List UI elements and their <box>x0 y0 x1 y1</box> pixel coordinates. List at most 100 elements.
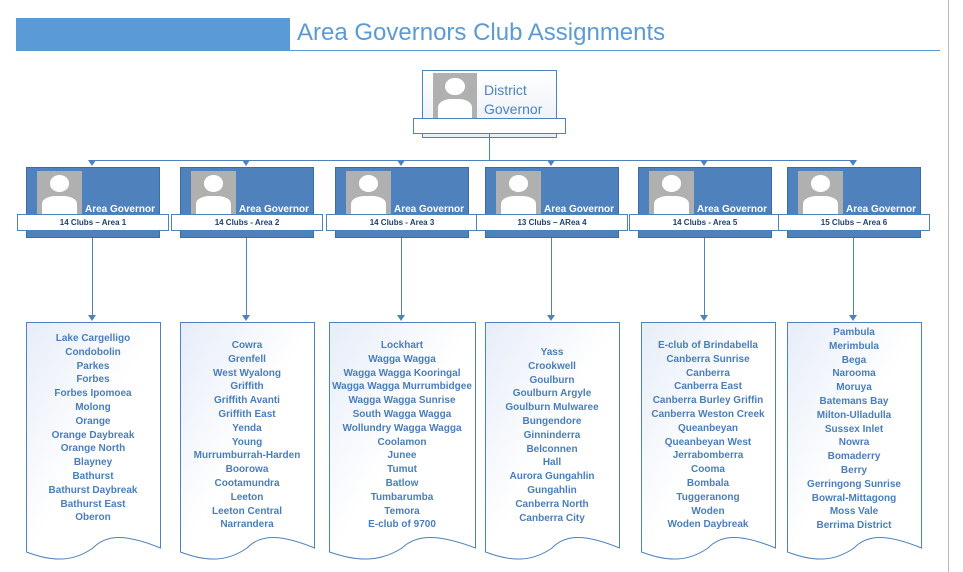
person-placeholder-icon <box>798 171 843 215</box>
club-item: Junee <box>387 450 417 462</box>
connector <box>92 160 855 161</box>
club-item: Tumbarumba <box>370 491 434 503</box>
club-item: Murrumburrah-Harden <box>193 450 301 462</box>
header-divider <box>16 50 940 51</box>
club-item: Wagga Wagga Kooringal <box>343 367 461 379</box>
label-line: Governor <box>484 101 543 117</box>
club-item: Batlow <box>385 477 419 489</box>
club-item: Canberra <box>686 367 730 379</box>
arrow-down-icon <box>700 160 708 166</box>
area-governor-label: Area Governor <box>238 204 309 215</box>
club-item: Leeton Central <box>211 505 282 517</box>
club-item: Pambula <box>833 327 875 338</box>
area-clubs-banner: 14 Clubs - Area 3 <box>326 214 478 231</box>
page-title: Area Governors Club Assignments <box>297 19 666 46</box>
club-item: Gungahlin <box>527 484 577 496</box>
club-item: Leeton <box>230 491 264 503</box>
person-placeholder-icon <box>649 171 694 215</box>
club-item: Woden <box>691 505 725 517</box>
club-item: Moss Vale <box>829 506 879 518</box>
club-item: Aurora Gungahlin <box>509 471 595 483</box>
person-placeholder-icon <box>496 171 541 215</box>
club-item: Narrandera <box>220 519 274 531</box>
club-item: Milton-Ulladulla <box>816 409 892 421</box>
area-governor-label: Area Governor <box>84 204 155 215</box>
arrow-down-icon <box>849 160 857 166</box>
club-item: Blayney <box>73 457 113 469</box>
area-governor-label: Area Governor <box>543 204 614 215</box>
document-shape <box>787 322 922 560</box>
club-item: Narooma <box>832 368 876 380</box>
club-item: Jerrabomberra <box>672 450 744 462</box>
arrow-down-icon <box>242 315 250 321</box>
club-item: Berrima District <box>816 520 892 532</box>
club-item: Bomaderry <box>827 451 881 463</box>
arrow-down-icon <box>397 315 405 321</box>
club-item: Forbes Ipomoea <box>54 388 132 400</box>
club-item: Queanbeyan West <box>664 436 752 448</box>
person-placeholder-icon <box>433 73 477 119</box>
club-item: Boorowa <box>225 464 269 476</box>
club-item: Hall <box>542 457 562 469</box>
club-item: Bowral-Mittagong <box>811 492 897 504</box>
club-item: Sussex Inlet <box>824 423 884 435</box>
connector <box>92 238 93 316</box>
club-item: Belconnen <box>526 443 578 455</box>
club-item: Griffith <box>230 381 264 393</box>
area-clubs-banner: 13 Clubs – ARea 4 <box>476 214 628 231</box>
club-item: Canberra City <box>519 512 585 524</box>
club-item: Tumut <box>387 464 417 476</box>
club-item: Oberon <box>75 512 111 524</box>
connector <box>401 238 402 316</box>
club-item: Temora <box>384 505 420 517</box>
club-item: Goulburn Mulwaree <box>505 402 599 414</box>
club-item: Orange Daybreak <box>51 429 135 441</box>
club-item: Crookwell <box>528 360 576 372</box>
club-item: Moruya <box>836 382 872 394</box>
district-governor-node[interactable]: District Governor <box>422 70 557 138</box>
club-item: Young <box>231 436 263 448</box>
connector <box>853 238 854 316</box>
club-item: Wagga Wagga Sunrise <box>348 395 456 407</box>
area-clubs-banner: 14 Clubs - Area 2 <box>171 214 323 231</box>
club-item: Cowra <box>231 340 263 351</box>
club-item: Bathurst <box>72 470 114 482</box>
person-placeholder-icon <box>37 171 82 215</box>
connector <box>489 133 490 160</box>
club-item: Orange <box>75 415 111 427</box>
district-governor-label: District Governor <box>484 81 542 119</box>
club-item: South Wagga Wagga <box>352 408 452 420</box>
club-item: Canberra East <box>674 381 742 393</box>
area-governor-label: Area Governor <box>696 204 767 215</box>
club-item: E-club of Brindabella <box>657 340 758 351</box>
club-item: Lockhart <box>380 340 424 351</box>
club-item: Wollundry Wagga Wagga <box>342 422 462 434</box>
header-bar <box>16 18 290 50</box>
area-governor-label: Area Governor <box>393 204 464 215</box>
club-item: Bungendore <box>522 415 582 427</box>
document-shape <box>180 322 315 560</box>
club-item: Griffith East <box>218 408 276 420</box>
club-item: Canberra Sunrise <box>666 353 750 365</box>
club-item: Berry <box>840 464 868 476</box>
document-shape <box>641 322 776 560</box>
club-item: Wagga Wagga <box>368 353 436 365</box>
label-line: District <box>484 82 527 98</box>
district-governor-banner <box>413 118 566 134</box>
arrow-down-icon <box>547 315 555 321</box>
club-item: Orange North <box>60 443 126 455</box>
person-placeholder-icon <box>191 171 236 215</box>
area-clubs-banner: 15 Clubs – Area 6 <box>778 214 930 231</box>
club-item: E-club of 9700 <box>368 519 436 531</box>
club-item: Canberra North <box>515 498 589 510</box>
arrow-down-icon <box>397 160 405 166</box>
area-clubs-banner: 14 Clubs – Area 1 <box>17 214 169 231</box>
club-item: Parkes <box>76 360 110 372</box>
document-shape <box>329 322 476 560</box>
